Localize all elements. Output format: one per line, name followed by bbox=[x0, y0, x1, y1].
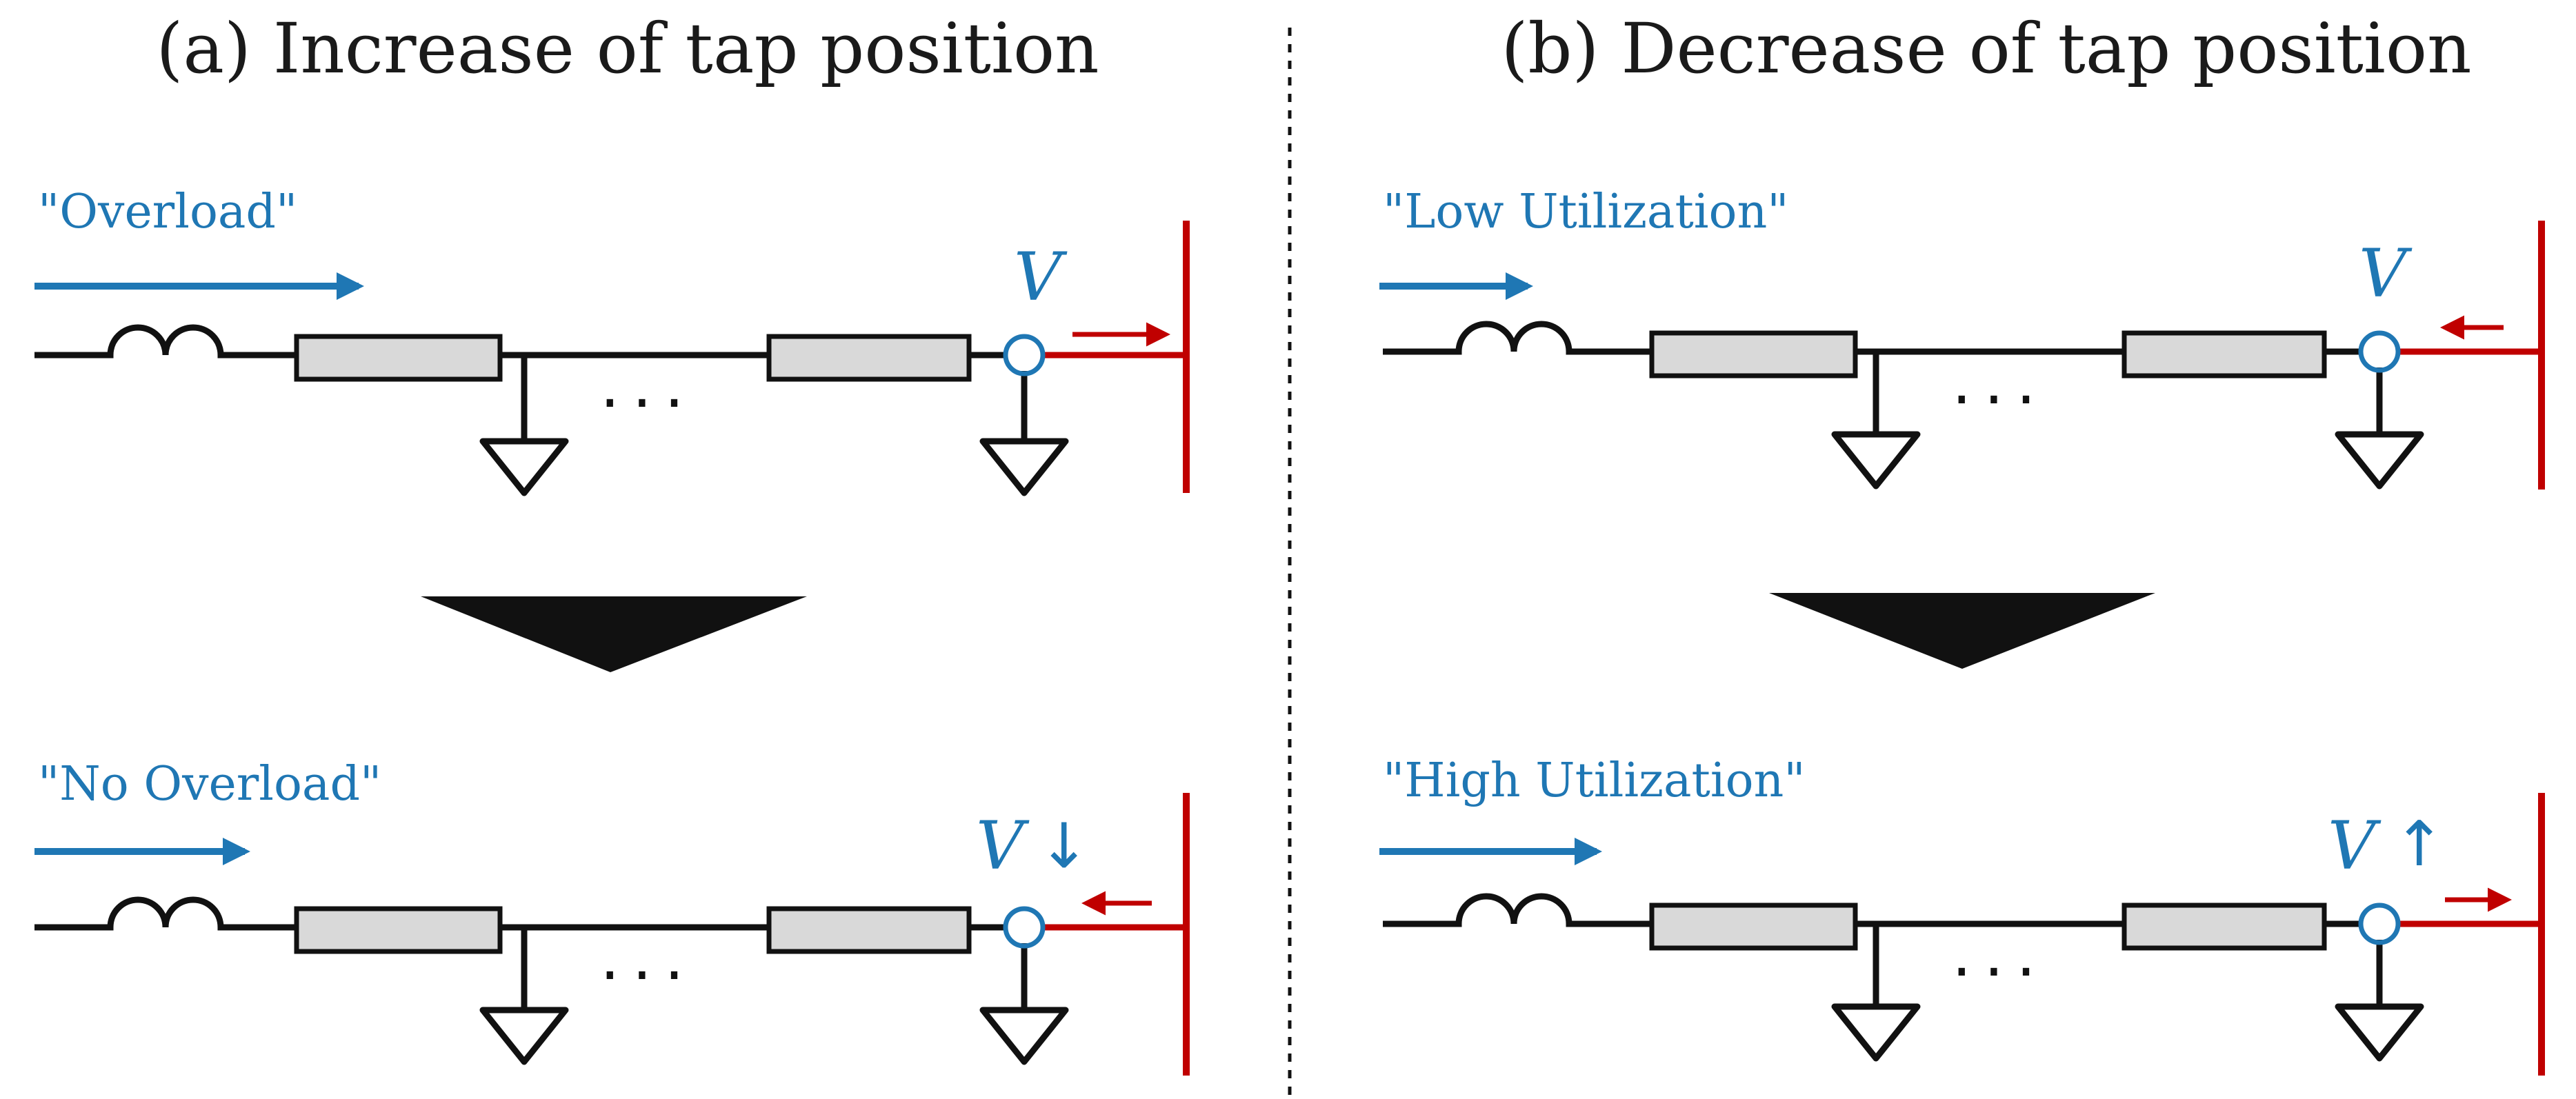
voltage-label: V bbox=[2328, 807, 2382, 885]
line-segment-block bbox=[294, 906, 503, 954]
line-segment-block bbox=[1649, 330, 1858, 379]
voltage-label: V bbox=[976, 807, 1030, 885]
line-segment-block bbox=[2121, 330, 2327, 379]
load-symbol bbox=[1831, 924, 1921, 1062]
load-symbol bbox=[479, 355, 569, 496]
voltage-node bbox=[1003, 334, 1046, 376]
flow-label-no-overload: "No Overload" bbox=[38, 757, 381, 811]
ellipsis: ... bbox=[600, 922, 697, 994]
panel-b-top-circuit: "Low Utilization" ... V bbox=[1379, 185, 2545, 490]
line-segment-block bbox=[1649, 903, 1858, 951]
load-symbol bbox=[1831, 352, 1921, 490]
transition-triangle bbox=[421, 596, 807, 672]
line-segment-block bbox=[766, 334, 972, 382]
load-symbol bbox=[2335, 940, 2424, 1062]
inductor-symbol bbox=[34, 324, 297, 359]
load-symbol bbox=[979, 943, 1069, 1065]
voltage-label: V bbox=[1014, 239, 1068, 316]
voltage-increase-icon: ↑ bbox=[2393, 808, 2445, 880]
panel-b-title: (b) Decrease of tap position bbox=[1501, 8, 2472, 89]
voltage-node bbox=[2358, 330, 2401, 373]
panel-a-top-circuit: "Overload" ... V bbox=[34, 185, 1190, 496]
panel-a-bottom-circuit: "No Overload" ... V ↓ bbox=[34, 757, 1190, 1076]
flow-label-overload: "Overload" bbox=[38, 185, 297, 239]
inductor-symbol bbox=[34, 896, 297, 931]
inductor-symbol bbox=[1383, 893, 1652, 927]
load-symbol bbox=[979, 371, 1069, 496]
flow-label-high-utilization: "High Utilization" bbox=[1383, 754, 1806, 808]
transition-triangle bbox=[1769, 593, 2155, 669]
load-symbol bbox=[479, 927, 569, 1065]
flow-label-low-utilization: "Low Utilization" bbox=[1383, 185, 1789, 239]
voltage-decrease-icon: ↓ bbox=[1038, 810, 1090, 883]
inductor-symbol bbox=[1383, 321, 1652, 355]
line-segment-block bbox=[294, 334, 503, 382]
voltage-label: V bbox=[2359, 235, 2413, 312]
line-segment-block bbox=[766, 906, 972, 954]
voltage-node bbox=[1003, 906, 1046, 949]
load-symbol bbox=[2335, 367, 2424, 490]
voltage-node bbox=[2358, 903, 2401, 945]
ellipsis: ... bbox=[1952, 346, 2048, 419]
panel-b-bottom-circuit: "High Utilization" ... V ↑ bbox=[1379, 754, 2545, 1076]
line-segment-block bbox=[2121, 903, 2327, 951]
ellipsis: ... bbox=[1952, 918, 2048, 991]
ellipsis: ... bbox=[600, 350, 697, 422]
panel-a-title: (a) Increase of tap position bbox=[156, 8, 1099, 89]
